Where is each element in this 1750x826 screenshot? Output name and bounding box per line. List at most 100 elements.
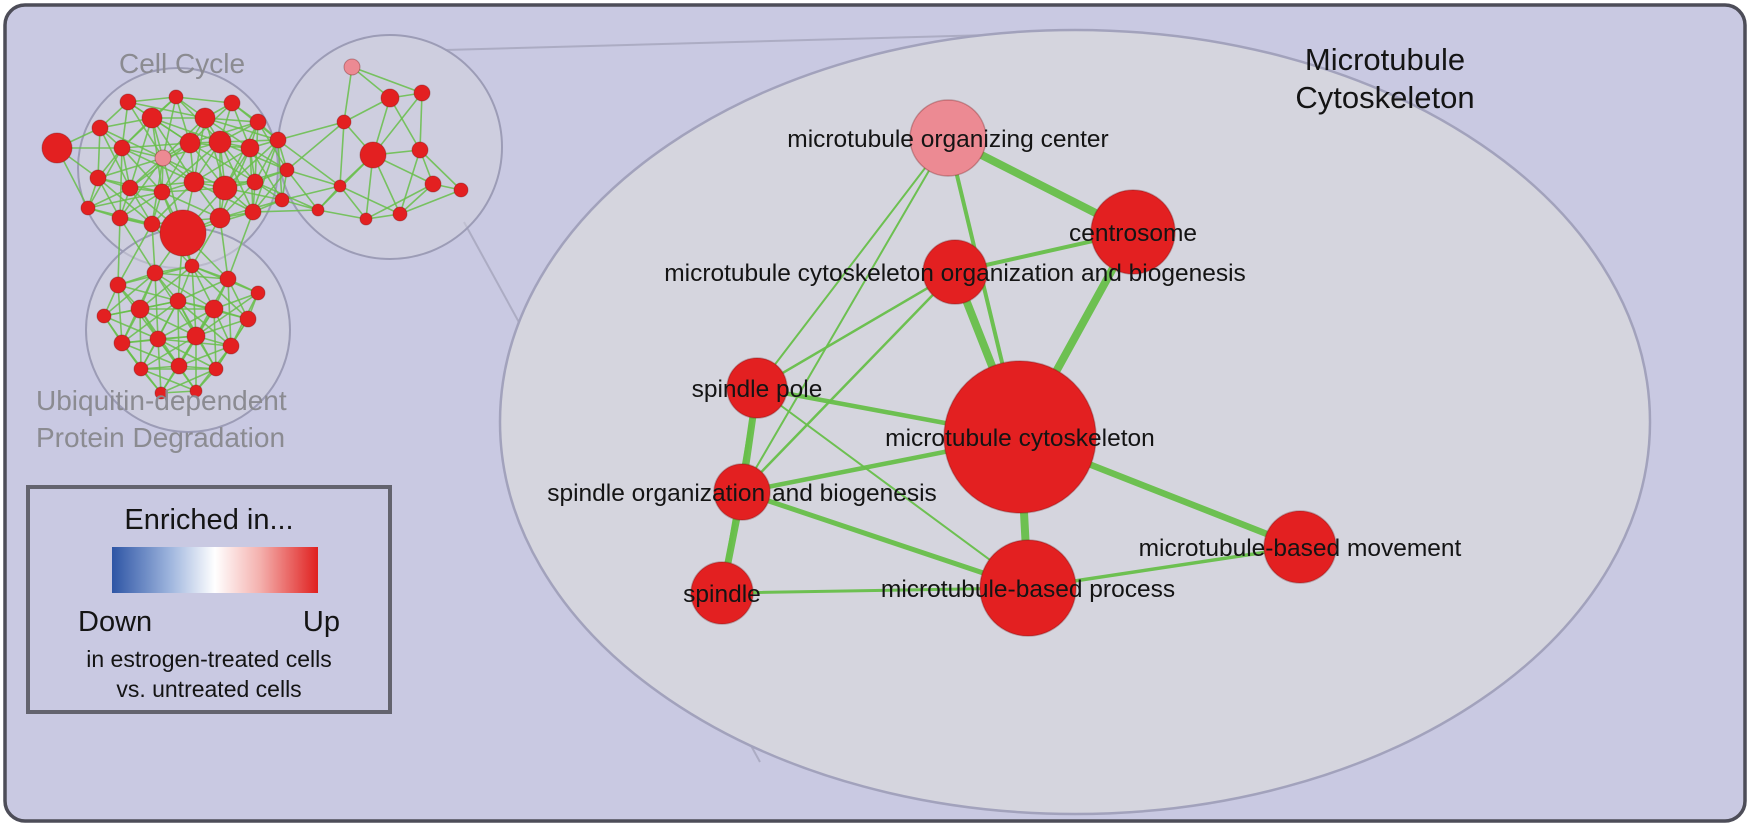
overview-edge: [419, 149, 462, 191]
overview-edge: [317, 209, 367, 220]
overview-edge: [139, 308, 197, 337]
magnified-node-mbp: [979, 539, 1077, 637]
microtubule-title-line2: Cytoskeleton: [1295, 80, 1474, 115]
overview-node: [113, 334, 131, 352]
overview-node: [250, 285, 266, 301]
overview-edge: [103, 272, 156, 317]
overview-edge: [140, 335, 197, 370]
overview-edge: [286, 169, 341, 187]
overview-node: [219, 270, 237, 288]
overview-edge: [121, 342, 180, 367]
overview-edge: [286, 169, 319, 211]
overview-node: [149, 330, 167, 348]
overview-edge: [372, 92, 423, 156]
magnified-node-mbm: [1263, 510, 1337, 584]
overview-edge: [227, 211, 254, 280]
overview-edge: [339, 185, 367, 220]
overview-node: [170, 357, 188, 375]
overview-node: [179, 132, 201, 154]
overview-node: [279, 162, 295, 178]
overview-node: [130, 299, 150, 319]
overview-node: [113, 139, 131, 157]
magnified-edge-spindle_org-mbp: [739, 489, 1031, 591]
overview-edge: [281, 185, 341, 201]
overview-edge: [117, 223, 153, 286]
overview-node: [336, 114, 352, 130]
overview-edge: [99, 127, 164, 159]
overview-edge: [339, 121, 345, 187]
overview-edge: [157, 338, 217, 370]
overview-node: [184, 258, 200, 274]
overview-node: [222, 337, 240, 355]
overview-node: [392, 206, 408, 222]
node-label-spindle: spindle: [683, 581, 761, 608]
overview-node: [223, 94, 241, 112]
node-label-mbp: microtubule-based process: [881, 576, 1175, 603]
overview-node: [91, 119, 109, 137]
overview-edge: [127, 96, 177, 103]
node-label-spindle_pole: spindle pole: [692, 376, 823, 403]
magnified-node-mt_cyto: [943, 360, 1097, 514]
overview-node: [269, 131, 287, 149]
legend: Enriched in... Down Up in estrogen-treat…: [26, 485, 392, 714]
node-label-mco: microtubule cytoskeleton organization an…: [664, 260, 1246, 287]
overview-edge: [193, 147, 251, 183]
overview-edge: [399, 189, 462, 215]
magnified-node-spindle_org: [713, 463, 771, 521]
overview-node: [249, 113, 267, 131]
node-label-moc: microtubule organizing center: [787, 126, 1108, 153]
overview-edge: [219, 217, 229, 280]
magnified-edge-moc-spindle_org: [741, 137, 949, 493]
legend-caption-line1: in estrogen-treated cells: [86, 646, 331, 672]
overview-edge: [277, 139, 341, 187]
magnified-node-moc: [909, 99, 987, 177]
overview-node: [244, 203, 262, 221]
overview-node: [119, 93, 137, 111]
magnified-edge-spindle_pole-mbp: [756, 387, 1029, 589]
magnified-nodes: [690, 99, 1337, 637]
overview-nodes: [41, 58, 469, 400]
magnified-edge-mco-spindle_pole: [755, 270, 957, 390]
overview-edge: [175, 96, 233, 104]
overview-node: [209, 207, 231, 229]
overview-edge: [119, 191, 163, 219]
overview-edge: [213, 308, 217, 370]
overview-node: [194, 107, 216, 129]
node-label-mbm: microtubule-based movement: [1139, 535, 1462, 562]
overview-edge: [195, 318, 249, 337]
magnified-edge-mco-spindle_org: [740, 270, 957, 494]
overview-edge: [121, 300, 179, 344]
overview-edge: [389, 97, 421, 151]
overview-node: [154, 149, 172, 167]
overview-node: [141, 107, 163, 129]
overview-node: [343, 58, 361, 76]
overview-edge: [177, 278, 229, 302]
magnified-edge-moc-spindle_pole: [756, 137, 949, 389]
overview-edge: [157, 338, 162, 394]
magnified-edge-spindle-mbp: [720, 586, 1030, 595]
overview-edge: [140, 368, 197, 392]
overview-node: [159, 209, 207, 257]
overview-edge: [224, 121, 259, 189]
overview-node: [111, 209, 129, 227]
overview-node: [274, 192, 290, 208]
overview-edge: [154, 272, 229, 280]
overview-node: [41, 132, 73, 164]
magnified-node-mco: [922, 239, 988, 305]
overview-edge: [97, 157, 164, 179]
overview-edge: [286, 121, 345, 171]
overview-edge: [399, 149, 421, 215]
node-label-centrosome: centrosome: [1069, 220, 1197, 247]
overview-edge: [178, 345, 232, 367]
ubiquitin-label-line1: Ubiquitin-dependent: [36, 385, 287, 416]
magnified-node-spindle: [690, 561, 754, 625]
overview-edge: [121, 142, 191, 149]
overview-node: [80, 200, 96, 216]
ubiquitin-label-line2: Protein Degradation: [36, 422, 285, 453]
overview-node: [359, 141, 387, 169]
overview-node: [453, 182, 469, 198]
legend-up-label: Up: [303, 606, 340, 638]
overview-edge: [177, 300, 180, 367]
overview-node: [424, 175, 442, 193]
